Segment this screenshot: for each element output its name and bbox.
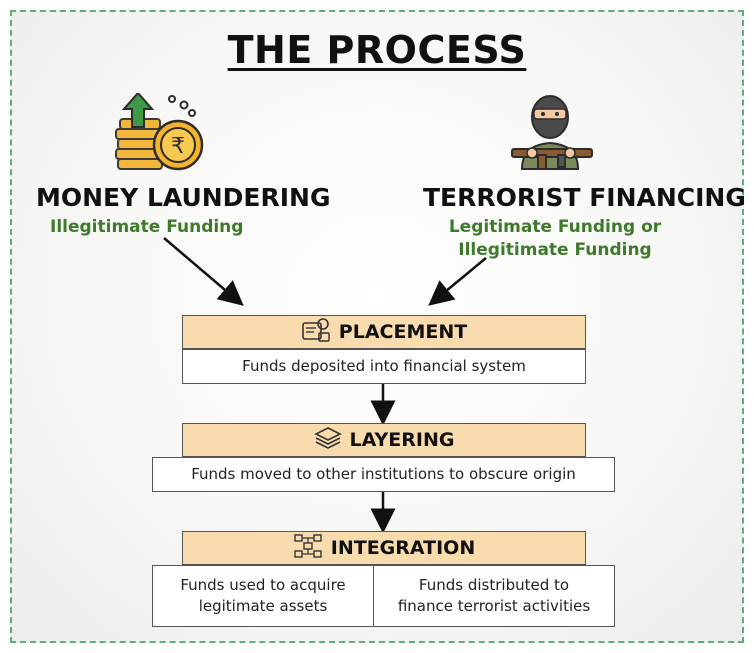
- money-laundering-subtitle: Illegitimate Funding: [50, 217, 244, 237]
- layers-icon: [313, 426, 342, 455]
- network-nodes-icon: [293, 533, 323, 564]
- masked-gunman-icon: [508, 93, 598, 175]
- terrorist-financing-subtitle-line2: Illegitimate Funding: [458, 240, 652, 260]
- arrow-financing-to-placement: [428, 257, 487, 306]
- stage-integration-label: INTEGRATION: [330, 537, 476, 559]
- stage-layering-description: Funds moved to other institutions to obs…: [152, 457, 615, 492]
- stage-placement-header: PLACEMENT: [182, 315, 586, 349]
- money-document-icon: [301, 317, 331, 348]
- stage-layering-label: LAYERING: [349, 429, 455, 451]
- arrow-laundering-to-placement: [163, 237, 244, 306]
- stage-layering-header: LAYERING: [182, 423, 586, 457]
- svg-text:₹: ₹: [171, 134, 185, 159]
- page-title: THE PROCESS: [227, 28, 527, 72]
- terrorist-financing-subtitle: Legitimate Funding or Illegitimate Fundi…: [446, 216, 664, 262]
- terrorist-financing-subtitle-line1: Legitimate Funding or: [448, 217, 662, 237]
- stage-integration-header: INTEGRATION: [182, 531, 586, 565]
- integration-assets-line2: legitimate assets: [198, 597, 328, 615]
- stage-integration-assets: Funds used to acquire legitimate assets: [152, 565, 374, 627]
- stage-integration-terrorism: Funds distributed to finance terrorist a…: [373, 565, 615, 627]
- integration-assets-line1: Funds used to acquire: [180, 576, 346, 594]
- money-laundering-heading: MONEY LAUNDERING: [36, 183, 331, 212]
- stage-placement-label: PLACEMENT: [338, 321, 468, 343]
- coin-stack-rupee-icon: ₹: [108, 91, 208, 177]
- integration-terrorism-line1: Funds distributed to: [418, 576, 570, 594]
- terrorist-financing-heading: TERRORIST FINANCING: [423, 183, 746, 212]
- integration-terrorism-line2: finance terrorist activities: [397, 597, 591, 615]
- stage-placement-description: Funds deposited into financial system: [182, 349, 586, 384]
